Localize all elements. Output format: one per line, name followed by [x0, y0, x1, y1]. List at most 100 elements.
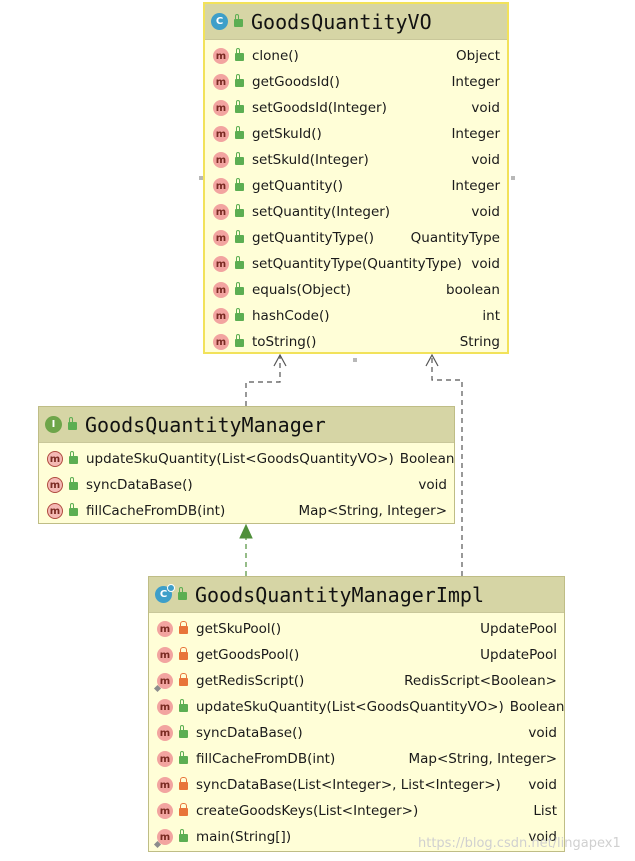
method-icon: m	[213, 74, 229, 90]
member-type: UpdatePool	[480, 621, 557, 637]
public-lock-icon	[235, 230, 244, 243]
public-lock-icon	[235, 256, 244, 269]
member-name: clone()	[252, 48, 299, 64]
method-letter: m	[159, 675, 171, 687]
member-name: getSkuPool()	[196, 621, 282, 637]
member-name: fillCacheFromDB(int)	[196, 751, 336, 767]
method-icon: m	[213, 282, 229, 298]
member-type: void	[528, 725, 557, 741]
dependency-arrowhead-impl-to-vo	[425, 353, 439, 367]
public-lock-icon	[179, 699, 188, 712]
public-lock-icon	[69, 451, 78, 464]
method-icon: m	[157, 777, 173, 793]
public-lock-icon	[179, 751, 188, 764]
member-name: syncDataBase()	[196, 725, 303, 741]
member-type: void	[471, 256, 500, 272]
member-row[interactable]: m syncDataBase(List<Integer>, List<Intege…	[149, 772, 564, 798]
method-icon: m	[157, 751, 173, 767]
interface-title: GoodsQuantityManager	[85, 412, 326, 437]
member-list: m updateSkuQuantity(List<GoodsQuantityVO>…	[39, 443, 454, 524]
method-icon: m	[157, 803, 173, 819]
static-method-icon: m	[153, 829, 173, 849]
method-icon: m	[213, 230, 229, 246]
member-row[interactable]: m main(String[]) void	[149, 824, 564, 850]
method-icon: m	[213, 204, 229, 220]
method-icon: m	[213, 100, 229, 116]
interface-node-goods-quantity-manager[interactable]: I GoodsQuantityManager m updateSkuQuantit…	[38, 406, 455, 524]
method-icon: m	[213, 334, 229, 350]
member-type: void	[471, 204, 500, 220]
public-lock-icon	[235, 48, 244, 61]
member-name: setGoodsId(Integer)	[252, 100, 387, 116]
selection-handle[interactable]	[353, 358, 357, 362]
member-name: syncDataBase(List<Integer>, List<Integer…	[196, 777, 501, 793]
member-name: getGoodsId()	[252, 74, 340, 90]
member-type: List	[533, 803, 557, 819]
method-icon: m	[213, 178, 229, 194]
public-lock-icon	[235, 178, 244, 191]
abstract-method-icon: m	[47, 503, 63, 519]
member-name: updateSkuQuantity(List<GoodsQuantityVO>)	[196, 699, 504, 715]
member-name: main(String[])	[196, 829, 292, 845]
member-name: setQuantityType(QuantityType)	[252, 256, 462, 272]
method-icon: m	[213, 152, 229, 168]
member-row[interactable]: m updateSkuQuantity(List<GoodsQuantityVO>…	[149, 694, 564, 720]
member-name: hashCode()	[252, 308, 330, 324]
member-type: Integer	[451, 178, 500, 194]
static-method-icon: m	[153, 673, 173, 693]
member-name: setSkuId(Integer)	[252, 152, 369, 168]
member-type: void	[471, 152, 500, 168]
selection-handle[interactable]	[511, 176, 515, 180]
interface-icon: I	[45, 416, 62, 433]
watermark: https://blog.csdn.net/lingapex1	[418, 836, 621, 851]
private-lock-icon	[179, 777, 188, 790]
public-lock-icon	[235, 126, 244, 139]
member-type: void	[418, 477, 447, 493]
member-type: Integer	[451, 74, 500, 90]
member-row[interactable]: m setSkuId(Integer) void	[205, 147, 507, 173]
member-row[interactable]: m fillCacheFromDB(int) Map<String, Integer…	[149, 746, 564, 772]
public-lock-icon	[179, 725, 188, 738]
public-lock-icon	[235, 308, 244, 321]
member-type: Integer	[451, 126, 500, 142]
member-type: Boolean	[509, 699, 565, 715]
member-type: Map<String, Integer>	[408, 751, 557, 767]
selection-handle[interactable]	[199, 176, 203, 180]
method-icon: m	[157, 699, 173, 715]
public-lock-icon	[235, 152, 244, 165]
member-row[interactable]: m getGoodsId() Integer	[205, 69, 507, 95]
class-header: C GoodsQuantityVO	[205, 4, 507, 40]
member-type: int	[482, 308, 500, 324]
member-name: getQuantityType()	[252, 230, 375, 246]
class-icon: C	[155, 584, 175, 603]
member-name: updateSkuQuantity(List<GoodsQuantityVO>)	[86, 451, 394, 467]
private-lock-icon	[179, 673, 188, 686]
member-type: void	[528, 829, 557, 845]
member-type: UpdatePool	[480, 647, 557, 663]
method-letter: m	[159, 831, 171, 843]
private-lock-icon	[179, 647, 188, 660]
public-lock-icon	[68, 416, 77, 430]
